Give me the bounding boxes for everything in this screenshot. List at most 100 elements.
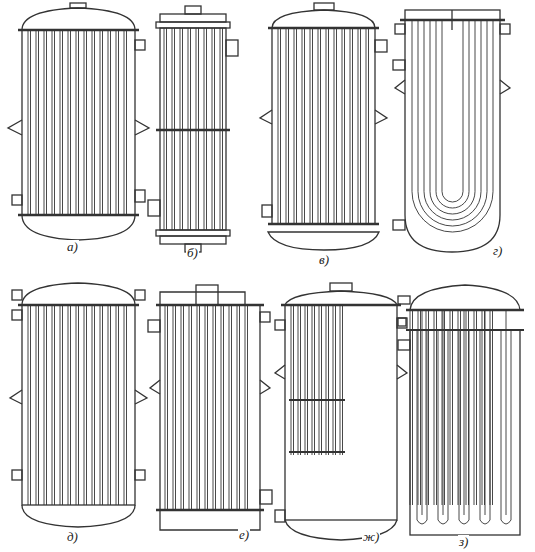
- tube-stroke: [342, 305, 343, 455]
- tube-stroke: [94, 30, 95, 215]
- tube-stroke: [442, 310, 443, 505]
- tube-stroke: [189, 305, 190, 510]
- tube-stroke: [110, 305, 111, 505]
- tube-stroke: [334, 28, 335, 224]
- tube-stroke: [237, 305, 238, 510]
- tube-stroke: [206, 28, 207, 230]
- tube-stroke: [485, 310, 486, 515]
- tube-stroke: [164, 28, 165, 230]
- tube-stroke: [221, 305, 222, 510]
- tube-stroke: [412, 310, 413, 505]
- tube-stroke: [188, 28, 189, 230]
- tube-stroke: [422, 310, 423, 515]
- tube-stroke: [305, 305, 306, 455]
- tube-stroke: [492, 310, 493, 505]
- tube-stroke: [100, 30, 101, 215]
- variant-letter: д): [66, 530, 79, 543]
- tube-stroke: [291, 305, 292, 455]
- tube-stroke: [70, 305, 71, 505]
- variant-letter: ж): [362, 530, 380, 543]
- tube-stroke: [296, 28, 297, 224]
- tube-stroke: [46, 305, 47, 505]
- variant-letter: г): [492, 244, 503, 257]
- tube-stroke: [126, 30, 127, 215]
- tube-stroke: [333, 305, 334, 455]
- exchanger-b: [148, 6, 238, 252]
- tube-stroke: [220, 28, 221, 230]
- tube-stroke: [213, 305, 214, 510]
- tube-stroke: [118, 30, 119, 215]
- tube-stroke: [344, 28, 345, 224]
- tube-stroke: [174, 28, 175, 230]
- tube-stroke: [60, 30, 61, 215]
- exchanger-g: [393, 10, 510, 252]
- tube-stroke: [430, 20, 475, 214]
- tube-stroke: [38, 30, 39, 215]
- tube-stroke: [100, 305, 101, 505]
- tube-stroke: [84, 30, 85, 215]
- tube-stroke: [165, 305, 166, 510]
- tube-stroke: [28, 305, 29, 505]
- tube-stroke: [205, 305, 206, 510]
- tube-stroke: [412, 20, 493, 232]
- tube-stroke: [70, 30, 71, 215]
- tube-stroke: [124, 30, 125, 215]
- tube-stroke: [366, 28, 367, 224]
- exchanger-a: [8, 3, 149, 240]
- variant-letter: в): [318, 253, 330, 266]
- tube-stroke: [38, 305, 39, 505]
- tube-stroke: [215, 305, 216, 510]
- tube-stroke: [62, 305, 63, 505]
- tube-stroke: [342, 28, 343, 224]
- tube-stroke: [222, 28, 223, 230]
- tube-stroke: [326, 305, 327, 455]
- tube-stroke: [286, 28, 287, 224]
- tube-stroke: [436, 310, 437, 505]
- tube-stroke: [460, 310, 461, 505]
- tube-stroke: [312, 28, 313, 224]
- tube-stroke: [293, 305, 294, 455]
- tube-stroke: [320, 28, 321, 224]
- tube-stroke: [312, 305, 313, 455]
- tube-stroke: [328, 305, 329, 455]
- tube-stroke: [207, 305, 208, 510]
- tube-stroke: [92, 30, 93, 215]
- tube-stroke: [204, 28, 205, 230]
- tube-stroke: [410, 310, 411, 505]
- tube-stroke: [172, 28, 173, 230]
- tube-stroke: [46, 30, 47, 215]
- tube-stroke: [434, 310, 435, 505]
- tube-stroke: [335, 305, 336, 455]
- tube-stroke: [60, 305, 61, 505]
- tube-stroke: [424, 20, 481, 220]
- tube-stroke: [92, 305, 93, 505]
- tube-stroke: [44, 305, 45, 505]
- exchanger-z: [398, 285, 524, 535]
- tube-stroke: [280, 28, 281, 224]
- tube-stroke: [458, 310, 459, 505]
- variant-letter: з): [458, 535, 469, 548]
- tube-stroke: [288, 28, 289, 224]
- tube-stroke: [239, 305, 240, 510]
- tube-stroke: [30, 30, 31, 215]
- tube-stroke: [116, 30, 117, 215]
- tube-stroke: [110, 30, 111, 215]
- tube-stroke: [118, 305, 119, 505]
- tube-stroke: [328, 28, 329, 224]
- tube-stroke: [450, 310, 451, 505]
- exchanger-d: [10, 283, 147, 527]
- tube-stroke: [52, 30, 53, 215]
- tube-stroke: [86, 305, 87, 505]
- tube-stroke: [247, 305, 248, 510]
- tube-stroke: [44, 30, 45, 215]
- tube-stroke: [229, 305, 230, 510]
- tube-stroke: [214, 28, 215, 230]
- tube-stroke: [452, 310, 453, 505]
- tube-stroke: [358, 28, 359, 224]
- tube-stroke: [340, 305, 341, 455]
- tube-stroke: [443, 310, 444, 515]
- tube-stroke: [190, 28, 191, 230]
- tube-bundles: [28, 20, 511, 524]
